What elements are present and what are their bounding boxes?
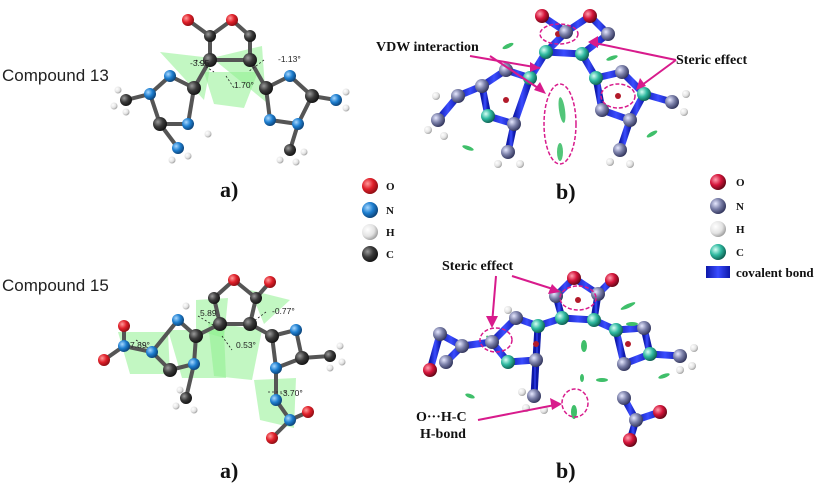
angle-label: 7.89° xyxy=(130,340,150,350)
compound-15-label: Compound 15 xyxy=(2,276,109,295)
legend-nitrogen-swatch xyxy=(710,198,726,214)
panel-label-a-bottom: a) xyxy=(220,458,238,483)
vdw-interaction-label: VDW interaction xyxy=(376,40,479,55)
legend-hydrogen-swatch xyxy=(362,224,378,240)
legend-nitrogen-swatch xyxy=(362,202,378,218)
legend-label: H xyxy=(736,224,745,236)
compound-15-nci-plot xyxy=(423,271,698,447)
compound-13-label: Compound 13 xyxy=(2,66,109,85)
panel-label-b-top: b) xyxy=(556,179,576,204)
legend-covalent-bond-swatch xyxy=(706,266,730,278)
compound-13-structure: -3.95 -1.13° 1.70° xyxy=(110,14,350,166)
legend-label: C xyxy=(736,247,744,259)
angle-label: -3.95 xyxy=(190,58,210,68)
legend-label: H xyxy=(386,227,395,239)
legend-carbon-swatch xyxy=(362,246,378,262)
legend-label: N xyxy=(736,201,744,213)
legend-label: covalent bond xyxy=(736,265,814,280)
legend-nci: O N H C covalent bond xyxy=(706,174,814,280)
legend-carbon-swatch xyxy=(710,244,726,260)
steric-effect-label-bottom: Steric effect xyxy=(442,259,513,274)
steric-effect-label-top: Steric effect xyxy=(676,53,747,68)
angle-label: -0.77° xyxy=(272,306,295,316)
angle-label: 1.70° xyxy=(234,80,254,90)
panel-label-a-top: a) xyxy=(220,177,238,202)
angle-label: 5.89 xyxy=(200,308,217,318)
legend-hydrogen-swatch xyxy=(710,221,726,237)
compound-15-structure: 5.89 -0.77° 7.89° 0.53° -3.70° xyxy=(98,274,346,444)
legend-oxygen-swatch xyxy=(362,178,378,194)
panel-label-b-bottom: b) xyxy=(556,458,576,483)
legend-label: O xyxy=(736,177,745,189)
compound-13-nci-plot xyxy=(424,9,690,168)
hbond-label-line2: H-bond xyxy=(420,427,466,442)
hbond-label-line1: O···H-C xyxy=(416,410,467,425)
angle-label: -3.70° xyxy=(280,388,303,398)
angle-label: -1.13° xyxy=(278,54,301,64)
legend-label: O xyxy=(386,181,395,193)
dihedral-highlight xyxy=(204,72,258,108)
legend-oxygen-swatch xyxy=(710,174,726,190)
angle-label: 0.53° xyxy=(236,340,256,350)
legend-label: N xyxy=(386,205,394,217)
legend-label: C xyxy=(386,249,394,261)
legend-atoms: O N H C xyxy=(362,178,395,262)
